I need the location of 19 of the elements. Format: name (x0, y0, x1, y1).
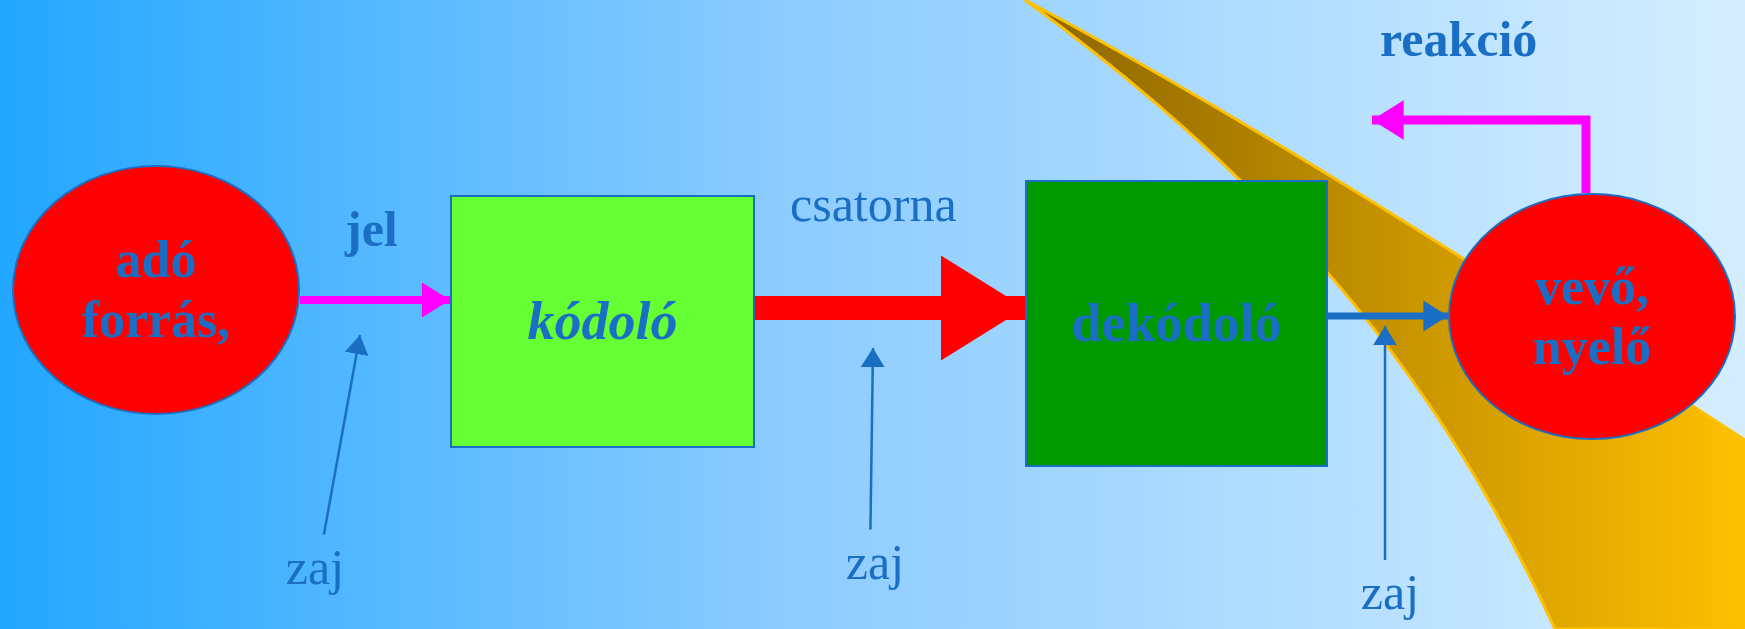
node-label: kódoló (526, 290, 679, 353)
node-label: adó forrás, (80, 230, 232, 350)
process-box (1025, 180, 1328, 467)
process-box (450, 195, 755, 448)
edge-label: csatorna (790, 175, 957, 233)
arrow (1328, 300, 1448, 332)
arrow (1372, 100, 1591, 193)
edge-label: reakció (1380, 10, 1538, 68)
arrow (860, 348, 885, 530)
arrow (1373, 326, 1397, 560)
noise-label: zaj (285, 538, 345, 597)
arrow (300, 282, 450, 318)
edge-label: jel (345, 200, 398, 258)
arrow (755, 255, 1025, 361)
node-label: dekódoló (1070, 292, 1283, 355)
node-label: vevő, nyelő (1531, 256, 1653, 377)
arrow (322, 334, 369, 535)
noise-label: zaj (845, 533, 905, 592)
noise-label: zaj (1360, 563, 1420, 622)
